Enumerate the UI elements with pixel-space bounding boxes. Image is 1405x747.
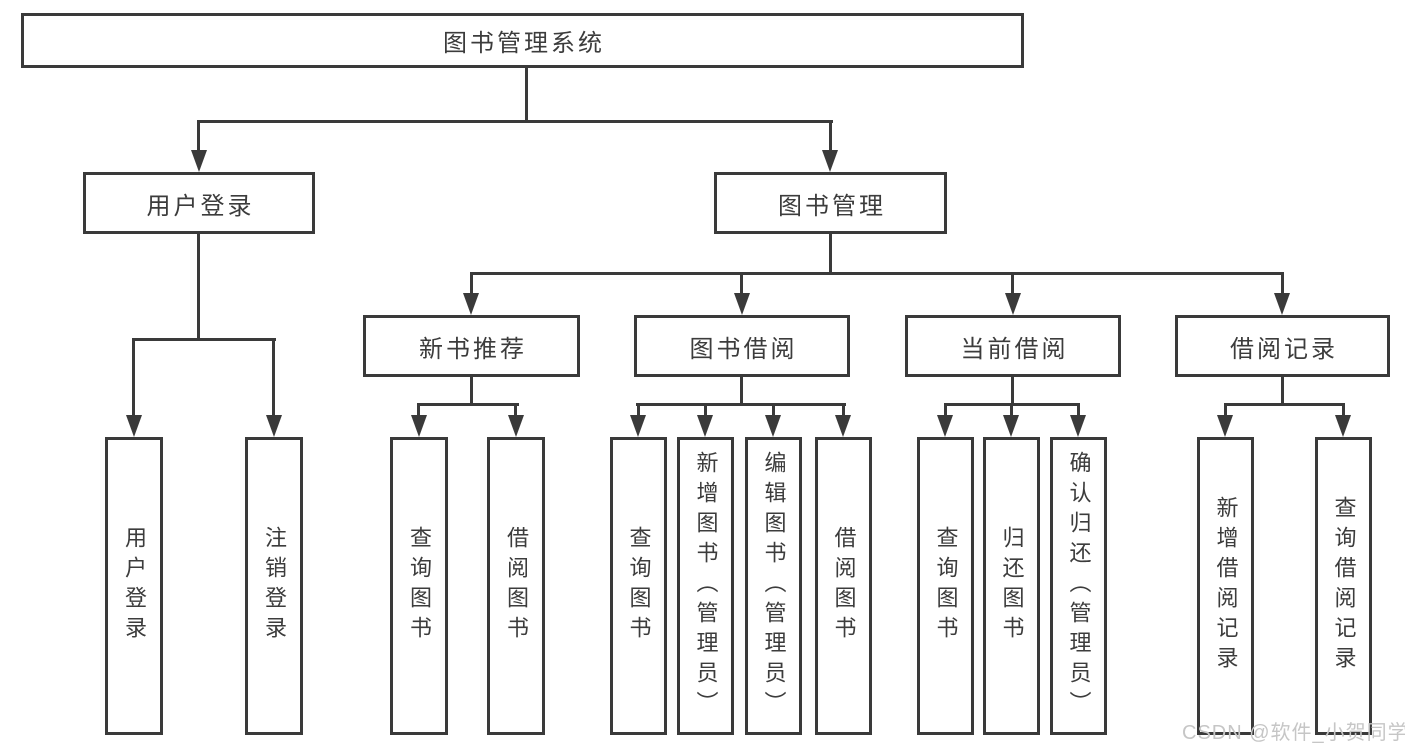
node-cb-confirm-return-admin-label: 确认归还（管理员） — [1066, 451, 1092, 721]
connector-line — [829, 234, 832, 275]
arrow-down-icon — [1335, 415, 1351, 437]
connector-line — [829, 123, 832, 151]
node-new-book-recommend: 新书推荐 — [363, 315, 580, 377]
arrow-down-icon — [734, 293, 750, 315]
node-bb-query-books-label: 查询图书 — [626, 526, 652, 646]
node-user-login-label: 用户登录 — [146, 192, 255, 220]
node-new-book-recommend-label: 新书推荐 — [419, 335, 527, 363]
node-br-add-record-label: 新增借阅记录 — [1213, 496, 1239, 676]
node-borrowing-records: 借阅记录 — [1175, 315, 1390, 377]
connector-line — [1077, 406, 1080, 415]
node-book-management-label: 图书管理 — [778, 192, 886, 220]
node-cb-return-books-label: 归还图书 — [999, 526, 1025, 646]
arrow-down-icon — [266, 415, 282, 437]
node-root: 图书管理系统 — [21, 13, 1024, 68]
node-bb-borrow-books-label: 借阅图书 — [831, 526, 857, 646]
node-book-management: 图书管理 — [714, 172, 947, 234]
connector-line — [132, 341, 135, 415]
connector-line — [772, 406, 775, 415]
arrow-down-icon — [765, 415, 781, 437]
connector-line — [1281, 377, 1284, 406]
arrow-down-icon — [937, 415, 953, 437]
connector-line — [470, 272, 1284, 275]
connector-line — [1342, 406, 1345, 415]
arrow-down-icon — [1005, 293, 1021, 315]
node-bb-add-books-admin-label: 新增图书（管理员） — [693, 451, 719, 721]
connector-line — [514, 406, 517, 415]
node-cb-confirm-return-admin: 确认归还（管理员） — [1050, 437, 1107, 735]
connector-line — [1010, 406, 1013, 415]
connector-line — [1011, 377, 1014, 406]
node-book-borrowing: 图书借阅 — [634, 315, 850, 377]
connector-line — [132, 338, 276, 341]
arrow-down-icon — [191, 150, 207, 172]
arrow-down-icon — [822, 150, 838, 172]
node-bb-add-books-admin: 新增图书（管理员） — [677, 437, 734, 735]
arrow-down-icon — [630, 415, 646, 437]
node-book-borrowing-label: 图书借阅 — [689, 335, 798, 363]
connector-line — [1224, 406, 1227, 415]
node-cb-query-books-label: 查询图书 — [933, 526, 959, 646]
connector-line — [704, 406, 707, 415]
node-bb-edit-books-admin: 编辑图书（管理员） — [745, 437, 802, 735]
node-current-borrowing: 当前借阅 — [905, 315, 1121, 377]
connector-line — [944, 406, 947, 415]
watermark: CSDN @软件_小贺同学 — [1182, 722, 1405, 744]
node-user-login-leaf: 用户登录 — [105, 437, 163, 735]
node-cb-return-books: 归还图书 — [983, 437, 1040, 735]
connector-line — [1224, 403, 1345, 406]
connector-line — [417, 403, 519, 406]
node-root-label: 图书管理系统 — [443, 30, 605, 57]
connector-line — [637, 406, 640, 415]
arrow-down-icon — [1070, 415, 1086, 437]
node-br-query-record-label: 查询借阅记录 — [1331, 496, 1357, 676]
connector-line — [740, 275, 743, 293]
node-logout-leaf-label: 注销登录 — [262, 526, 287, 646]
connector-line — [470, 275, 473, 293]
connector-line — [197, 234, 200, 340]
node-br-add-record: 新增借阅记录 — [1197, 437, 1254, 735]
connector-line — [1011, 275, 1014, 293]
connector-line — [197, 123, 200, 151]
arrow-down-icon — [411, 415, 427, 437]
arrow-down-icon — [1274, 293, 1290, 315]
connector-line — [636, 403, 846, 406]
node-nbr-borrow-books-label: 借阅图书 — [504, 526, 529, 646]
connector-line — [1281, 275, 1284, 293]
connector-line — [197, 120, 833, 123]
connector-line — [525, 68, 528, 123]
arrow-down-icon — [697, 415, 713, 437]
node-nbr-query-books: 查询图书 — [390, 437, 448, 735]
node-nbr-query-books-label: 查询图书 — [407, 526, 432, 646]
connector-line — [470, 377, 473, 406]
connector-line — [842, 406, 845, 415]
node-bb-borrow-books: 借阅图书 — [815, 437, 872, 735]
node-bb-query-books: 查询图书 — [610, 437, 667, 735]
connector-line — [272, 341, 275, 415]
connector-line — [417, 406, 420, 415]
node-logout-leaf: 注销登录 — [245, 437, 303, 735]
node-user-login-leaf-label: 用户登录 — [122, 526, 147, 646]
node-borrowing-records-label: 借阅记录 — [1230, 335, 1338, 363]
node-cb-query-books: 查询图书 — [917, 437, 974, 735]
node-bb-edit-books-admin-label: 编辑图书（管理员） — [761, 451, 787, 721]
node-user-login: 用户登录 — [83, 172, 315, 234]
arrow-down-icon — [1217, 415, 1233, 437]
node-current-borrowing-label: 当前借阅 — [960, 335, 1069, 363]
arrow-down-icon — [126, 415, 142, 437]
arrow-down-icon — [1003, 415, 1019, 437]
node-br-query-record: 查询借阅记录 — [1315, 437, 1372, 735]
connector-line — [944, 403, 1080, 406]
node-nbr-borrow-books: 借阅图书 — [487, 437, 545, 735]
connector-line — [740, 377, 743, 406]
arrow-down-icon — [835, 415, 851, 437]
arrow-down-icon — [463, 293, 479, 315]
arrow-down-icon — [508, 415, 524, 437]
